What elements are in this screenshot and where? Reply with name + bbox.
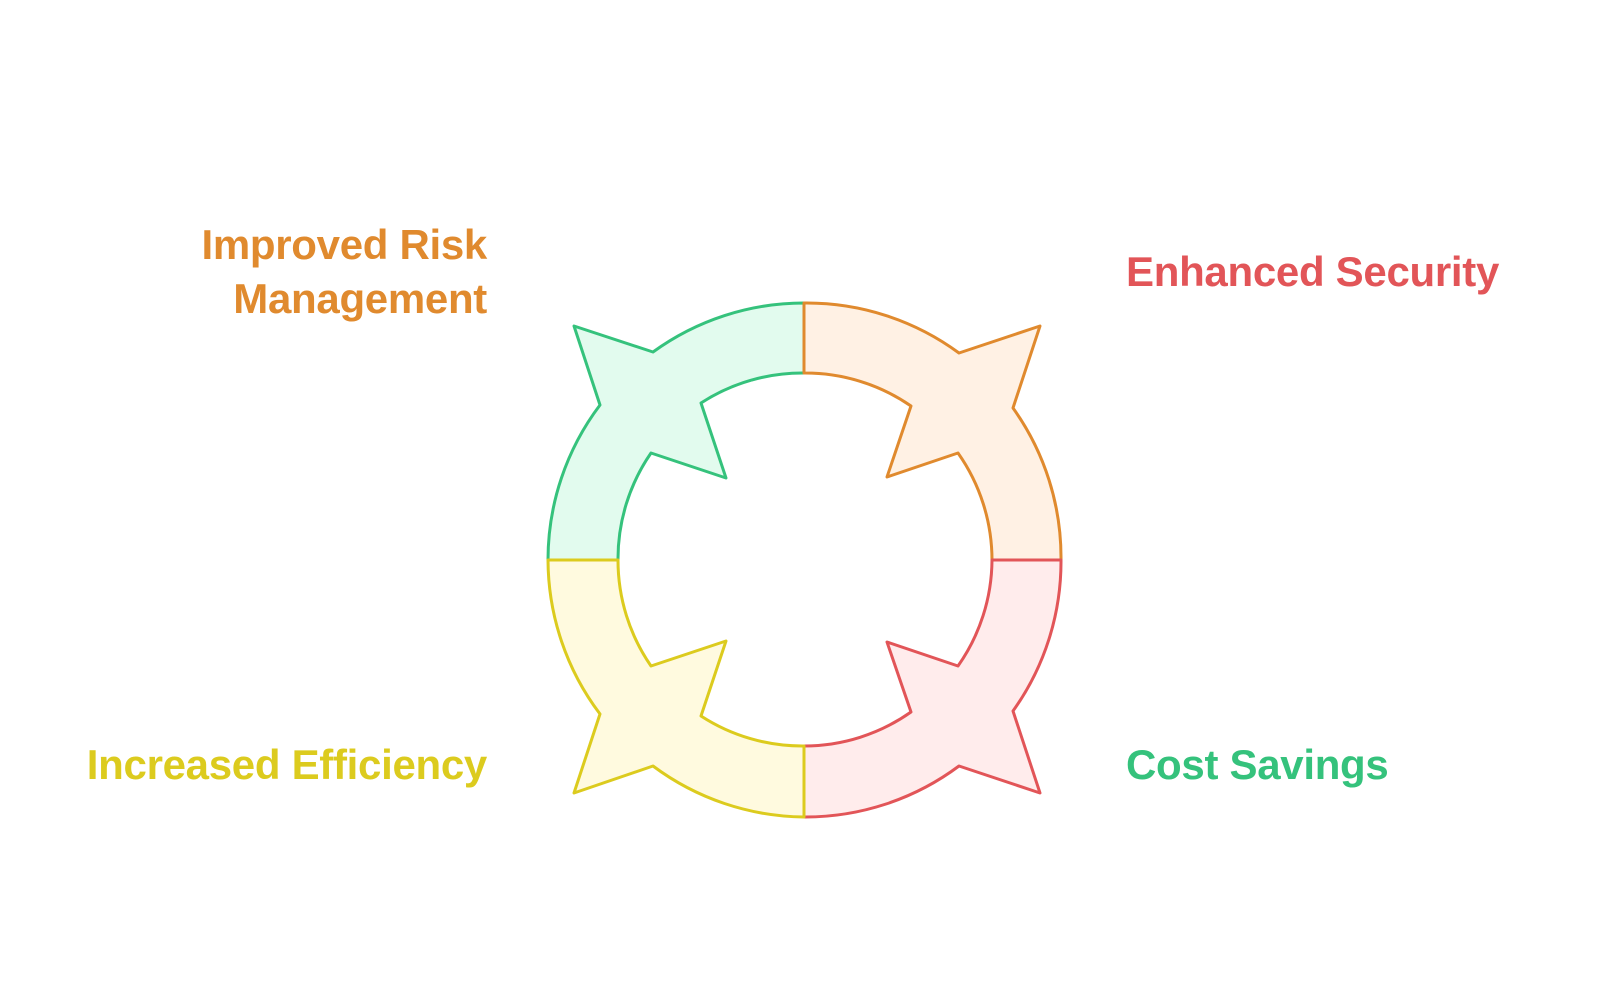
cycle-segment-top-left bbox=[546, 301, 806, 562]
label-improved-risk-management: Improved Risk Management bbox=[201, 218, 487, 326]
label-text: Cost Savings bbox=[1126, 741, 1389, 788]
cycle-segment-top-right bbox=[802, 301, 1063, 562]
cycle-segment-bottom-right bbox=[802, 558, 1063, 819]
label-increased-efficiency: Increased Efficiency bbox=[86, 738, 488, 792]
label-cost-savings: Cost Savings bbox=[1126, 738, 1389, 792]
label-text: Enhanced Security bbox=[1126, 248, 1500, 295]
label-text: Increased Efficiency bbox=[86, 741, 488, 788]
label-line-1: Improved Risk bbox=[201, 221, 487, 268]
label-enhanced-security: Enhanced Security bbox=[1126, 245, 1499, 299]
cycle-segment-bottom-left bbox=[546, 558, 806, 819]
label-line-2: Management bbox=[233, 275, 487, 322]
